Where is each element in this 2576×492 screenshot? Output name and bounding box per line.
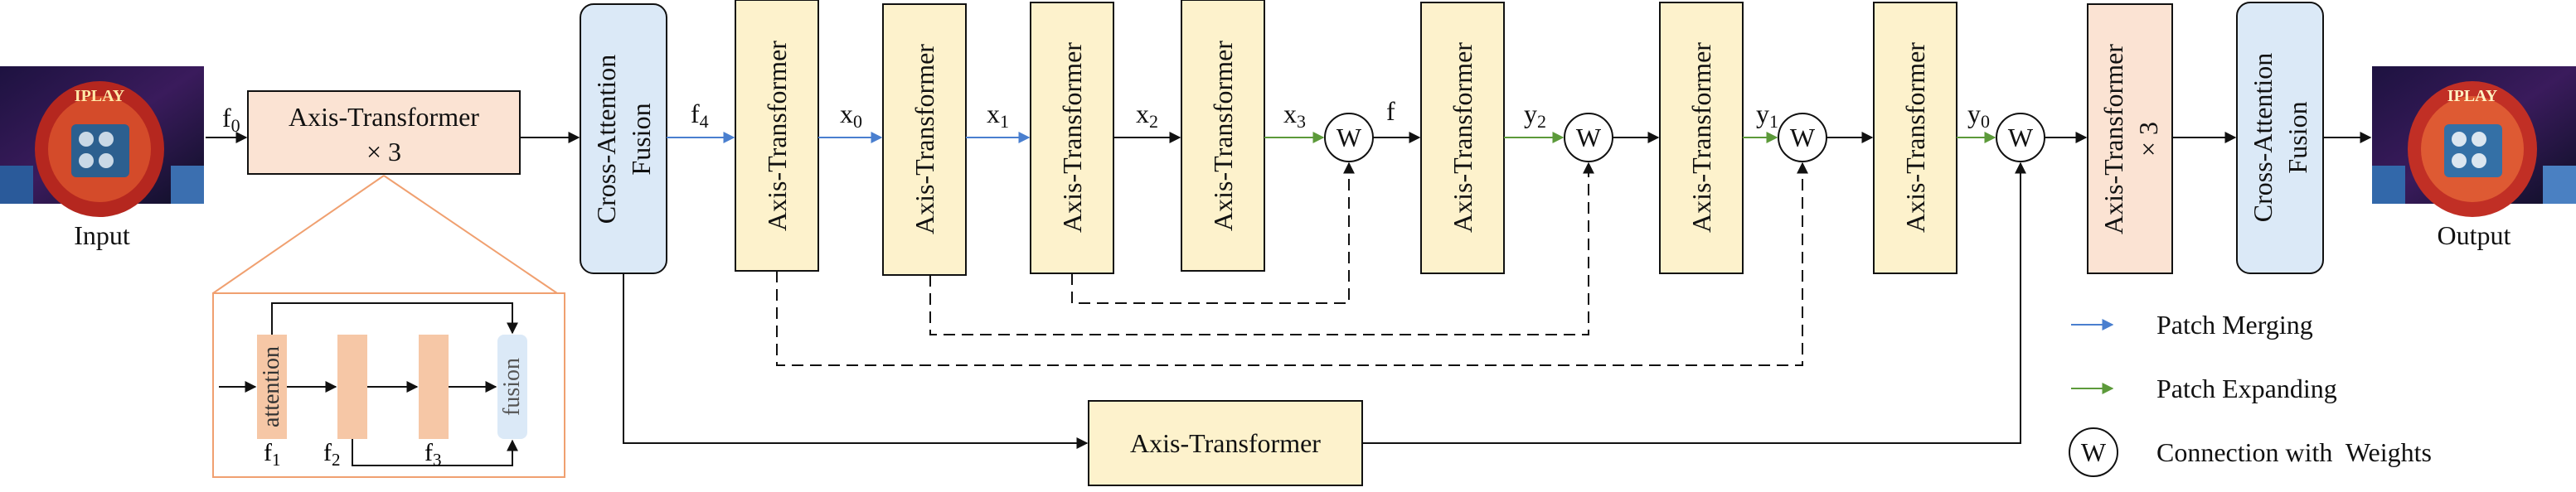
legend: Patch Merging Patch Expanding W Connecti… <box>2069 310 2432 477</box>
svg-text:Fusion: Fusion <box>2283 101 2312 173</box>
svg-text:Axis-Transformer: Axis-Transformer <box>1900 42 1930 233</box>
svg-text:attention: attention <box>259 346 284 427</box>
svg-text:Axis-Transformer: Axis-Transformer <box>910 44 939 234</box>
output-image: IPLAY <box>2372 66 2576 217</box>
edge-label-f4: f4 <box>691 99 709 132</box>
edge-label-y1: y1 <box>1756 99 1778 132</box>
inner-block-3 <box>419 335 449 439</box>
edge-label-f0: f0 <box>222 103 240 136</box>
svg-text:IPLAY: IPLAY <box>75 87 125 105</box>
cross-attention-fusion-right: Cross-Attention Fusion <box>2236 2 2324 274</box>
legend-item-patch-expanding: Patch Expanding <box>2071 374 2337 403</box>
encoder-axis-transformer-1: Axis-Transformer <box>735 0 819 272</box>
fusion-block <box>497 335 527 439</box>
encoder-axis-transformer-3: Axis-Transformer <box>1030 2 1114 274</box>
encoder-axis-transformer-2: Axis-Transformer <box>882 3 967 276</box>
svg-text:Axis-Transformer: Axis-Transformer <box>1686 42 1716 233</box>
zoom-label-f3: f3 <box>424 439 442 470</box>
legend-item-connection-weights: W Connection with Weights <box>2069 427 2432 477</box>
svg-text:Axis-Transformer: Axis-Transformer <box>1130 428 1321 458</box>
weight-node-1: W <box>1324 113 1374 162</box>
output-label: Output <box>2438 220 2511 250</box>
zoom-label-f2: f2 <box>323 439 341 470</box>
svg-text:Axis-Transformer: Axis-Transformer <box>2098 44 2128 234</box>
svg-text:Connection with Weights: Connection with Weights <box>2156 437 2432 467</box>
edge-label-x2: x2 <box>1136 99 1158 132</box>
weight-node-2: W <box>1564 113 1613 162</box>
zoom-label-f1: f1 <box>264 439 281 470</box>
svg-text:IPLAY: IPLAY <box>2447 87 2498 105</box>
svg-text:× 3: × 3 <box>2133 122 2163 157</box>
axis-transformer-x3-right: Axis-Transformer × 3 <box>2087 3 2173 274</box>
legend-item-patch-merging: Patch Merging <box>2071 310 2313 340</box>
svg-text:Axis-Transformer: Axis-Transformer <box>1057 42 1087 233</box>
svg-text:Axis-Transformer: Axis-Transformer <box>762 41 792 231</box>
edge-label-x1: x1 <box>987 99 1009 132</box>
decoder-axis-transformer-3: Axis-Transformer <box>1873 2 1957 274</box>
main-flow-arrows <box>206 132 2372 449</box>
weight-node-3: W <box>1778 113 1827 162</box>
edge-label-x3: x3 <box>1283 99 1306 132</box>
skip-connections <box>776 162 1808 366</box>
svg-text:Cross-Attention: Cross-Attention <box>591 55 621 224</box>
axis-transformer-x3-block: Axis-Transformer × 3 <box>247 90 521 175</box>
svg-text:W: W <box>1790 123 1816 152</box>
inner-block-2 <box>337 335 367 439</box>
edge-label-y0: y0 <box>1967 99 1990 132</box>
svg-text:W: W <box>1337 123 1362 152</box>
zoom-inset: attention fusion f1 f2 f3 <box>212 175 565 478</box>
input-image: IPLAY <box>0 66 204 217</box>
weight-node-4: W <box>1996 113 2045 162</box>
edge-label-f: f <box>1386 96 1395 126</box>
cross-attention-fusion-left: Cross-Attention Fusion <box>580 3 667 274</box>
attention-block <box>257 335 287 439</box>
svg-text:W: W <box>1576 123 1602 152</box>
svg-text:W: W <box>2008 123 2034 152</box>
edge-label-y2: y2 <box>1524 99 1546 132</box>
svg-text:Fusion: Fusion <box>626 103 656 175</box>
edge-label-x0: x0 <box>840 99 862 132</box>
edge-labels: f0 f4 x0 x1 x2 x3 f y2 y1 y0 <box>222 96 1990 136</box>
svg-text:Patch Merging: Patch Merging <box>2156 310 2313 340</box>
encoder-axis-transformer-4: Axis-Transformer <box>1181 0 1265 272</box>
svg-text:Cross-Attention: Cross-Attention <box>2248 53 2278 222</box>
input-label: Input <box>74 220 130 250</box>
svg-text:Axis-Transformer: Axis-Transformer <box>1448 42 1477 233</box>
decoder-axis-transformer-2: Axis-Transformer <box>1659 2 1744 274</box>
svg-text:Axis-Transformer: Axis-Transformer <box>1208 41 1238 231</box>
svg-text:W: W <box>2081 437 2107 467</box>
svg-text:× 3: × 3 <box>366 137 401 166</box>
decoder-axis-transformer-1: Axis-Transformer <box>1420 2 1505 274</box>
svg-text:fusion: fusion <box>499 358 525 416</box>
bottom-axis-transformer: Axis-Transformer <box>1088 400 1363 486</box>
svg-text:Patch Expanding: Patch Expanding <box>2156 374 2337 403</box>
svg-text:Axis-Transformer: Axis-Transformer <box>289 102 479 132</box>
